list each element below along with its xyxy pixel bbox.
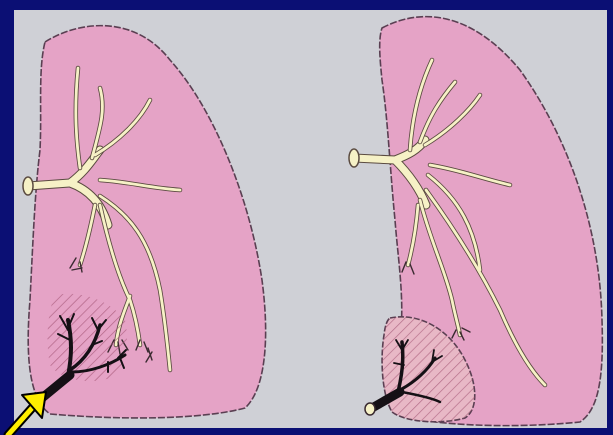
arrow-icon	[8, 392, 46, 435]
right-lung	[349, 17, 602, 426]
right-bronchus-stump	[365, 403, 375, 415]
right-main-bronchus-opening	[349, 149, 359, 167]
left-main-bronchus-opening	[23, 177, 33, 195]
left-lung	[23, 26, 266, 418]
